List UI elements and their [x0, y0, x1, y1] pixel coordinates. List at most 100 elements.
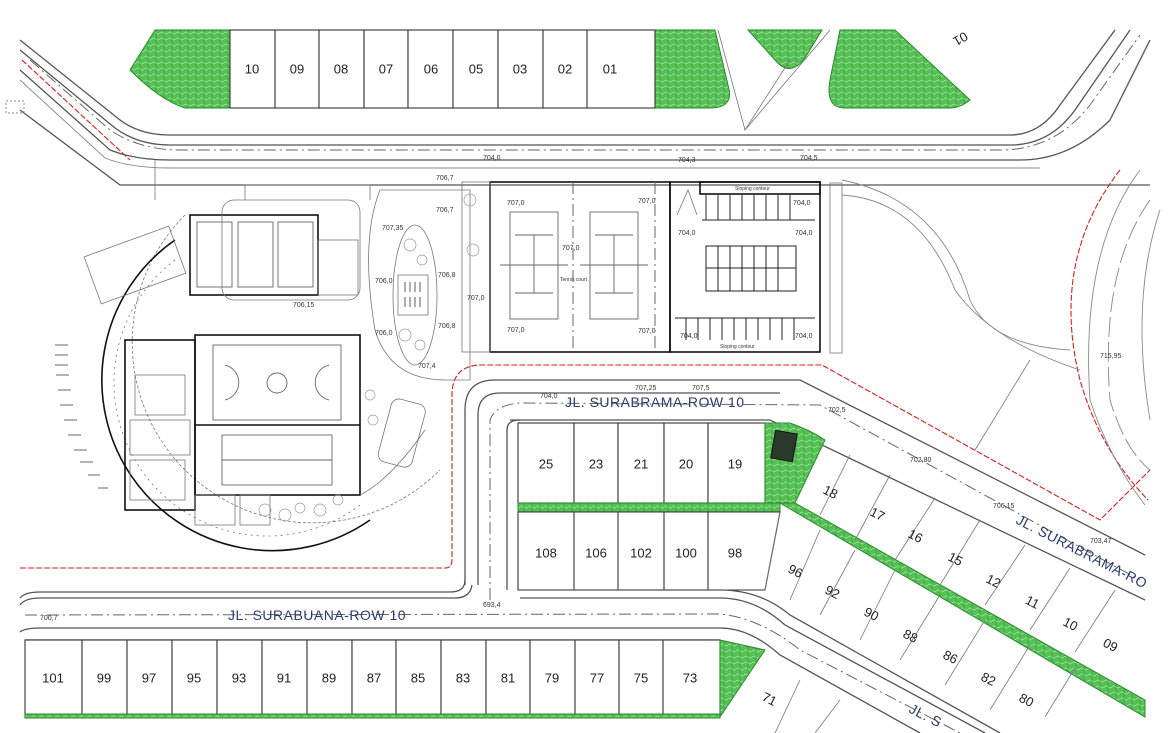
lot-label: 80 — [1017, 690, 1037, 710]
bottom-row-lots: 101 99 97 95 93 91 89 87 85 83 81 79 77 … — [24, 639, 841, 733]
lot-label: 01 — [603, 61, 617, 76]
elevation: 706,0 — [375, 278, 393, 285]
lot-label: 71 — [760, 689, 780, 709]
lot-label: 92 — [823, 582, 843, 602]
parking-lot: Sloping contour Sloping contour 704,0 70… — [669, 181, 843, 354]
tennis-label: Tennis court — [560, 277, 588, 283]
lot-label: 101 — [42, 670, 64, 685]
lot-label: 03 — [513, 61, 527, 76]
elevation: 707,0 — [507, 200, 525, 207]
lot-label: 88 — [901, 626, 921, 646]
elevation: 706,0 — [375, 330, 393, 337]
lot-label: 75 — [634, 670, 648, 685]
lot-label: 100 — [675, 545, 697, 560]
lot-label: 86 — [941, 647, 961, 667]
marker-box — [5, 100, 25, 114]
lot-label: 10 — [245, 61, 259, 76]
lot-label: 87 — [367, 670, 381, 685]
lot-label: 89 — [322, 670, 336, 685]
elevation: 707,0 — [638, 198, 656, 205]
elevation: 715,95 — [1100, 353, 1122, 360]
lot-label: 25 — [539, 456, 553, 471]
lot-label: 106 — [585, 545, 607, 560]
elevation: 707,5 — [692, 385, 710, 392]
elevation: 706,15 — [293, 302, 315, 309]
lot-label: 23 — [589, 456, 603, 471]
top-row-lots: 10 09 08 07 06 05 03 02 01 01 — [229, 29, 971, 109]
lot-label: 17 — [868, 504, 888, 524]
lot-label: 96 — [786, 561, 806, 581]
elevation: 706,8 — [438, 323, 456, 330]
middle-block: 25 23 21 20 19 108 106 102 100 98 — [517, 422, 1146, 718]
street-label-surabrama: JL. SURABRAMA-ROW 10 — [565, 394, 745, 410]
elevation: 704,0 — [795, 333, 813, 340]
elevation: 707,25 — [635, 385, 657, 392]
green-space-top-mid2 — [746, 29, 823, 69]
elevation: 700,7 — [40, 615, 58, 622]
lot-label: 91 — [277, 670, 291, 685]
lot-label: 11 — [1023, 592, 1042, 611]
street-label-surabuana: JL. SURABUANA-ROW 10 — [228, 607, 406, 623]
lot-label: 08 — [334, 61, 348, 76]
garden-oval: 706,7 706,7 707,35 706,0 706,8 706,8 706… — [368, 175, 480, 381]
elevation: 707,0 — [507, 327, 525, 334]
green-space-top-right — [828, 29, 971, 109]
lot-label: 10 — [1061, 614, 1081, 634]
lot-label: 73 — [683, 670, 697, 685]
elevation: 704,3 — [678, 157, 696, 164]
lot-label: 77 — [590, 670, 604, 685]
lot-label: 07 — [379, 61, 393, 76]
elevation: 704,0 — [678, 230, 696, 237]
lot-label: 90 — [862, 604, 882, 624]
tennis-courts: 707,0 707,0 707,0 707,0 707,0 707,0 Tenn… — [461, 181, 671, 353]
lot-label: 93 — [232, 670, 246, 685]
sports-complex: 706,15 — [55, 184, 441, 552]
elevation: 704,0 — [680, 333, 698, 340]
lot-label: 81 — [501, 670, 515, 685]
diagonal-lots: 18 17 16 15 12 11 10 09 96 92 90 88 86 8… — [764, 454, 1121, 718]
elevation: 707,0 — [638, 328, 656, 335]
lot-label: 79 — [545, 670, 559, 685]
elevation: 706,7 — [436, 207, 454, 214]
lot-label: 85 — [411, 670, 425, 685]
lot-label: 18 — [821, 482, 841, 502]
top-road — [19, 29, 1151, 200]
sloping-contour-label: Sloping contour — [720, 344, 755, 350]
elevation: 704,0 — [540, 393, 558, 400]
elevation: 703,47 — [1090, 538, 1112, 545]
lot-label: 97 — [142, 670, 156, 685]
lot-label: 09 — [1101, 635, 1121, 655]
elevation: 706,7 — [436, 175, 454, 182]
lot-label: 15 — [946, 549, 966, 569]
right-curves: 715,95 — [841, 169, 1161, 506]
lot-label: 02 — [558, 61, 572, 76]
lot-label: 82 — [979, 669, 999, 689]
green-space-top-left — [129, 29, 231, 109]
street-label-lower-diag: JL. S — [907, 700, 945, 730]
elevation: 707,4 — [418, 363, 436, 370]
elevation: 704,5 — [800, 155, 818, 162]
elevation: 707,0 — [562, 245, 580, 252]
green-space-top-mid1 — [654, 29, 730, 109]
elevation: 704,0 — [795, 230, 813, 237]
elevation: 702,5 — [828, 407, 846, 414]
elevation: 704,0 — [483, 155, 501, 162]
site-boundary — [20, 59, 1151, 569]
lot-label: 12 — [984, 571, 1004, 591]
lot-label: 108 — [535, 545, 557, 560]
elevation: 707,0 — [467, 295, 485, 302]
sloping-contour-label: Sloping contour — [735, 186, 770, 192]
elevation: 707,35 — [382, 225, 404, 232]
lot-label: 21 — [634, 456, 648, 471]
lot-label: 09 — [290, 61, 304, 76]
elevation: 706,8 — [438, 272, 456, 279]
lot-label: 83 — [456, 670, 470, 685]
lot-label: 95 — [187, 670, 201, 685]
lot-label: 19 — [728, 456, 742, 471]
lot-label: 06 — [424, 61, 438, 76]
lot-label: 01 — [951, 29, 971, 49]
elevation: 693,4 — [483, 602, 501, 609]
elevation: 706,15 — [993, 503, 1015, 510]
elevation: 702,80 — [910, 457, 932, 464]
